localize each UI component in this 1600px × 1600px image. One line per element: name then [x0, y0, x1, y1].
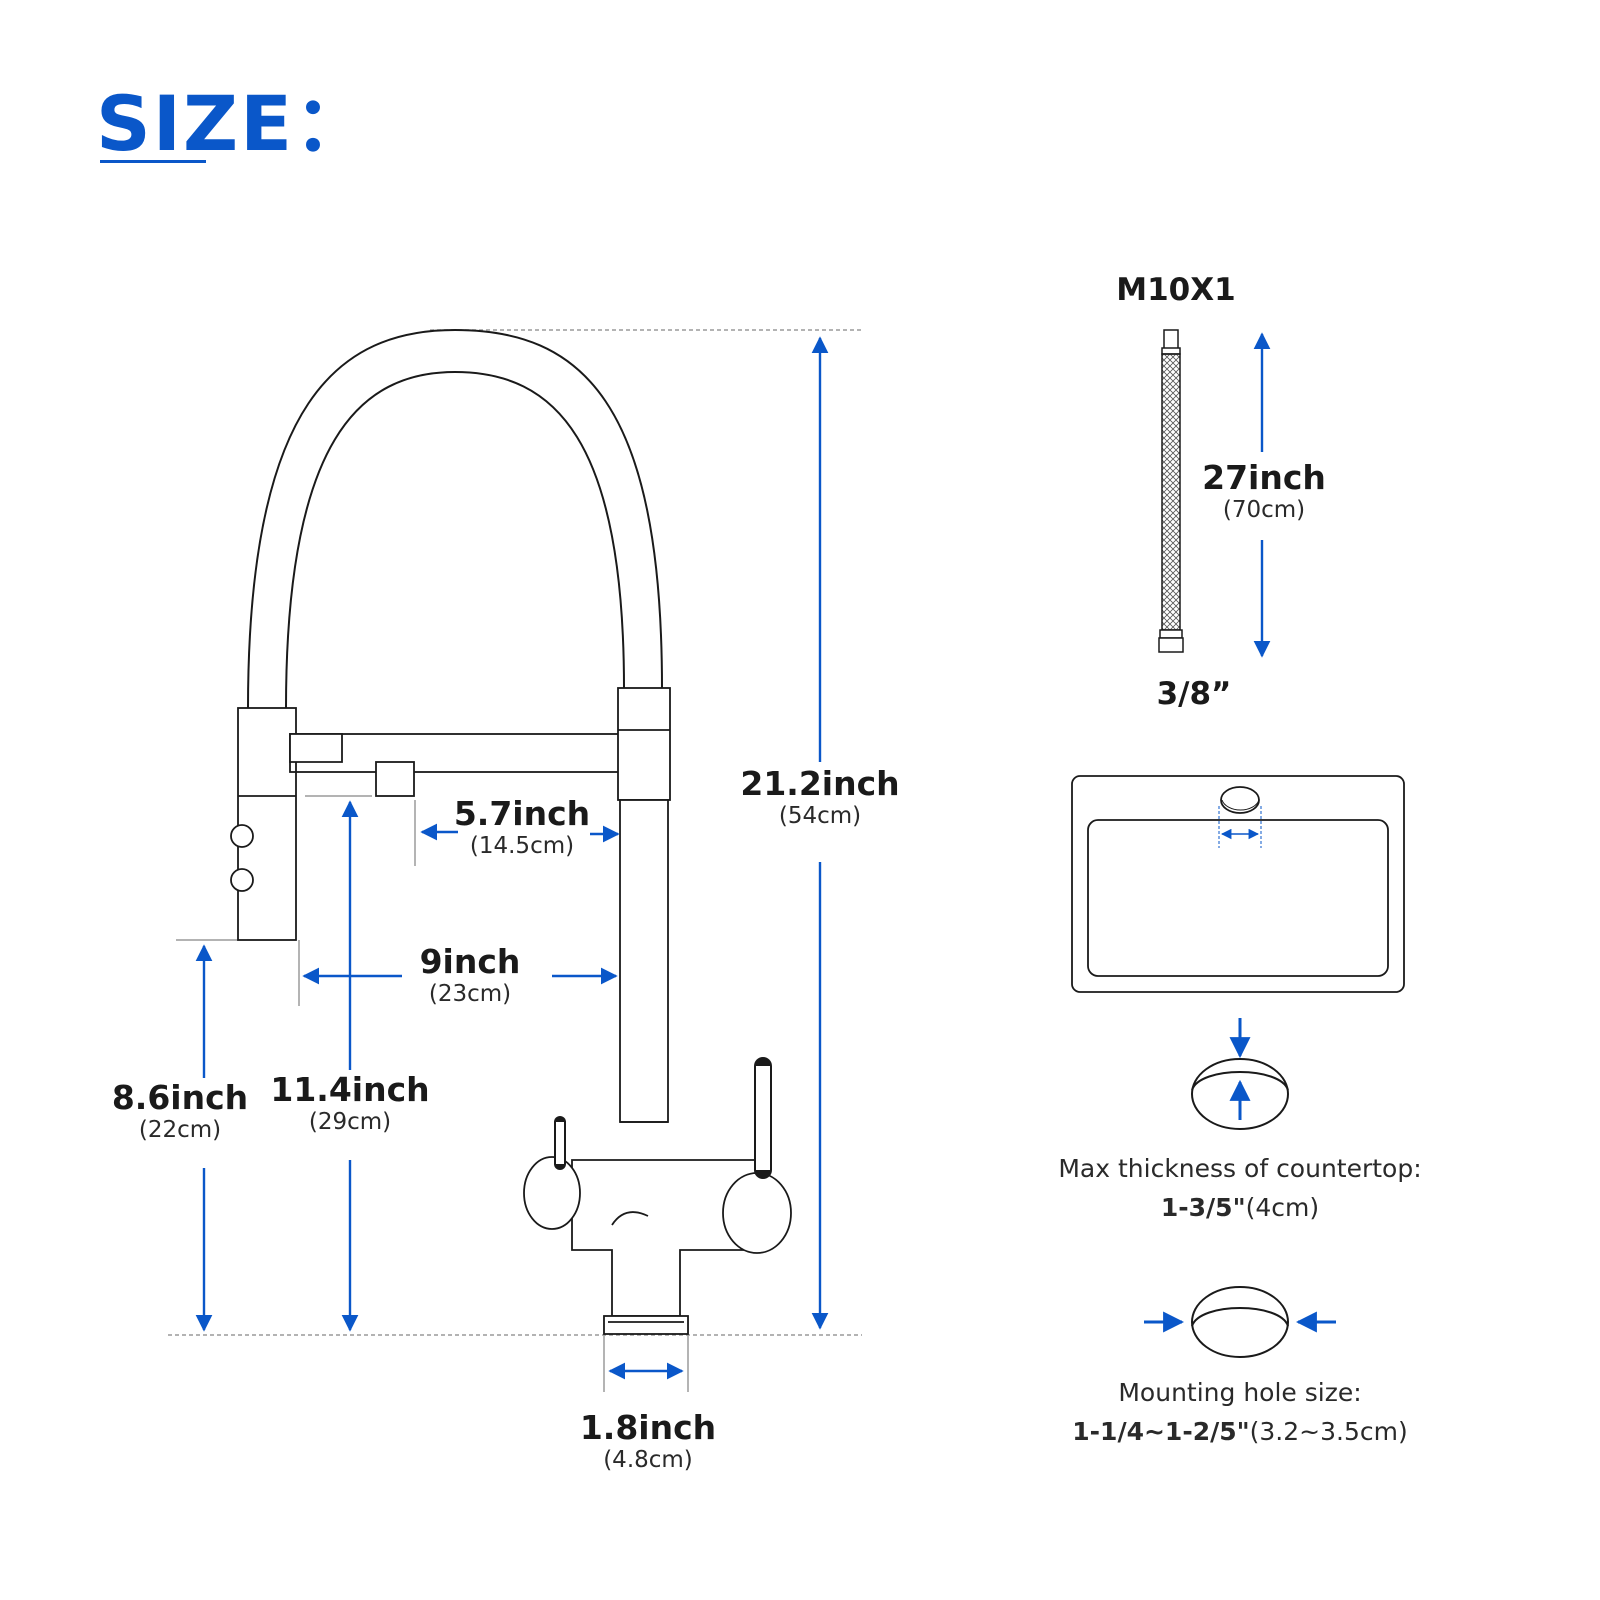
- spout-height-label: 11.4inch (29cm): [270, 1070, 430, 1135]
- hose-length-label: 27inch (70cm): [1202, 458, 1326, 523]
- countertop-thickness-note: Max thickness of countertop: 1-3/5"(4cm): [1058, 1154, 1422, 1222]
- reference-lines: [168, 329, 862, 1336]
- sprayer-head: [237, 707, 297, 941]
- hose-top-thread-label: M10X1: [1116, 272, 1236, 308]
- sink-basin: [1087, 819, 1389, 977]
- spout-collar: [617, 687, 671, 801]
- mounting-hole-icon: [1144, 1286, 1336, 1358]
- spout-reach-long-label: 9inch (23cm): [419, 942, 521, 1007]
- countertop-thickness-icon: [1191, 1018, 1289, 1130]
- sprayer-height-label: 8.6inch (22cm): [111, 1078, 249, 1143]
- spout-riser: [619, 799, 669, 1123]
- faucet-base: [603, 1315, 689, 1335]
- spout-reach-short-label: 5.7inch (14.5cm): [453, 794, 591, 859]
- supply-hose: [1158, 329, 1184, 653]
- flexible-hose: [247, 328, 663, 709]
- height-total-label: 21.2inch (54cm): [740, 764, 900, 829]
- sink-faucet-hole: [1220, 786, 1260, 814]
- hose-bottom-nut: [1158, 637, 1184, 653]
- title-underline: [100, 160, 206, 163]
- spout-outlet: [375, 761, 415, 797]
- hose-bottom-thread-label: 3/8”: [1156, 676, 1232, 712]
- faucet-drawing: [230, 328, 792, 1335]
- sprayer-button-bottom: [230, 868, 254, 892]
- left-handle-cap: [523, 1156, 581, 1230]
- right-handle-cap: [722, 1172, 792, 1254]
- base-diameter-label: 1.8inch (4.8cm): [579, 1408, 717, 1473]
- page-title: SIZE：: [96, 79, 373, 168]
- sink-diagram: [1071, 775, 1405, 993]
- hose-braid: [1161, 353, 1181, 631]
- dimension-arrows: [195, 332, 1271, 1380]
- mounting-hole-note: Mounting hole size: 1-1/4~1-2/5"(3.2~3.5…: [1072, 1378, 1408, 1446]
- sink-outer: [1071, 775, 1405, 993]
- sprayer-button-top: [230, 824, 254, 848]
- hose-top-fitting: [1163, 329, 1179, 351]
